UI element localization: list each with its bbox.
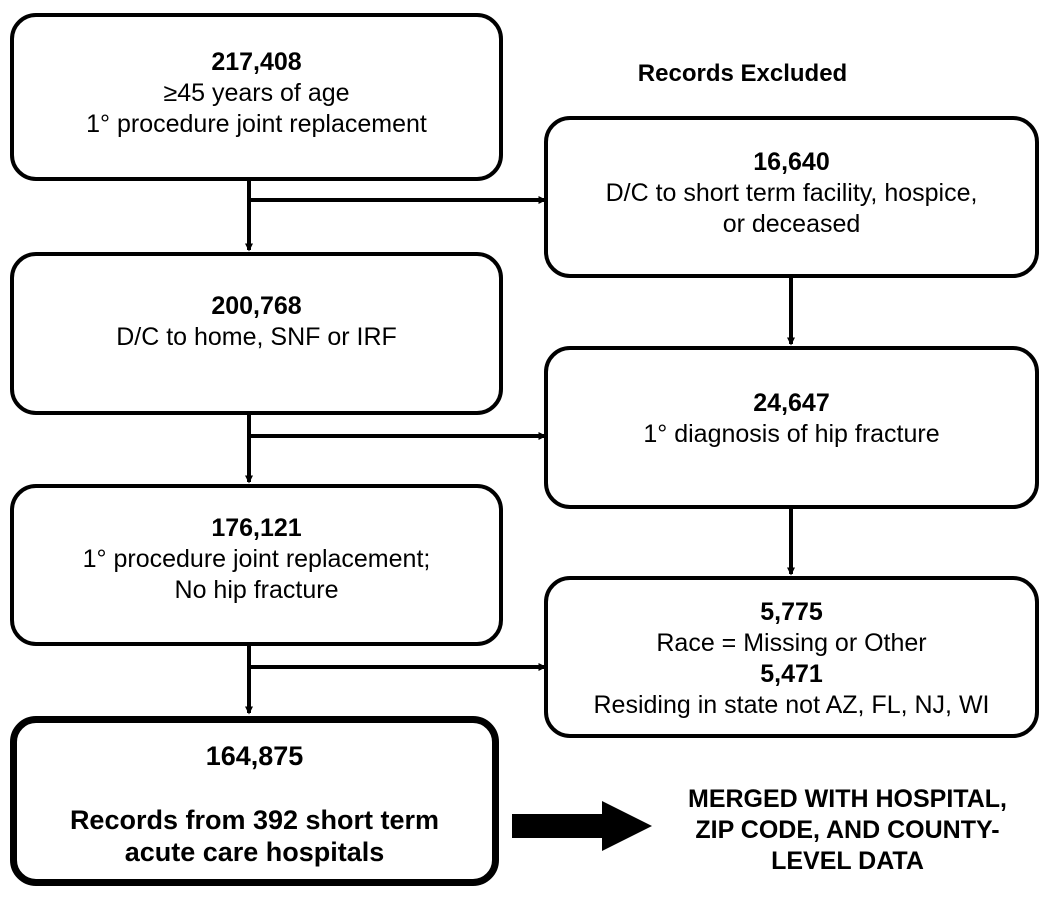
- flow-box-1-count: 217,408: [211, 48, 302, 76]
- flow-box-3: 176,121 1° procedure joint replacement; …: [10, 484, 503, 646]
- excluded-box-3-count-b: 5,471: [760, 660, 823, 688]
- flow-box-1-line-2: 1° procedure joint replacement: [86, 110, 427, 138]
- flow-box-3-line-1: 1° procedure joint replacement;: [82, 545, 431, 573]
- excluded-box-1-count: 16,640: [753, 148, 830, 176]
- excluded-box-1: 16,640 D/C to short term facility, hospi…: [544, 116, 1039, 278]
- final-cohort-box: 164,875 Records from 392 short term acut…: [10, 716, 499, 886]
- excluded-box-3-line-a: Race = Missing or Other: [656, 629, 927, 657]
- flow-box-3-line-2: No hip fracture: [174, 576, 339, 604]
- merged-label: MERGED WITH HOSPITAL, ZIP CODE, AND COUN…: [655, 784, 1040, 877]
- final-cohort-line-2: acute care hospitals: [124, 837, 385, 867]
- excluded-box-2-count: 24,647: [753, 389, 830, 417]
- merged-line-1: MERGED WITH HOSPITAL,: [688, 785, 1007, 813]
- excluded-box-3-count-a: 5,775: [760, 598, 823, 626]
- flow-box-2: 200,768 D/C to home, SNF or IRF: [10, 252, 503, 415]
- excluded-box-3-line-b: Residing in state not AZ, FL, NJ, WI: [593, 691, 990, 719]
- excluded-header: Records Excluded: [637, 60, 848, 87]
- flow-box-2-line-1: D/C to home, SNF or IRF: [116, 323, 397, 351]
- excluded-box-2: 24,647 1° diagnosis of hip fracture: [544, 346, 1039, 509]
- final-cohort-line-1: Records from 392 short term: [69, 805, 440, 835]
- excluded-box-1-line-1: D/C to short term facility, hospice,: [605, 179, 978, 207]
- merged-line-2: ZIP CODE, AND COUNTY-: [695, 816, 1000, 844]
- excluded-box-2-line-1: 1° diagnosis of hip fracture: [643, 420, 940, 448]
- merge-block-arrow: [512, 801, 652, 851]
- final-cohort-count: 164,875: [205, 741, 304, 771]
- excluded-box-1-line-2: or deceased: [722, 210, 861, 238]
- flow-box-1-line-1: ≥45 years of age: [163, 79, 350, 107]
- flow-box-2-count: 200,768: [211, 292, 302, 320]
- merged-line-3: LEVEL DATA: [771, 847, 924, 875]
- excluded-box-3: 5,775 Race = Missing or Other 5,471 Resi…: [544, 576, 1039, 738]
- flow-box-1: 217,408 ≥45 years of age 1° procedure jo…: [10, 13, 503, 181]
- flow-box-3-count: 176,121: [211, 514, 302, 542]
